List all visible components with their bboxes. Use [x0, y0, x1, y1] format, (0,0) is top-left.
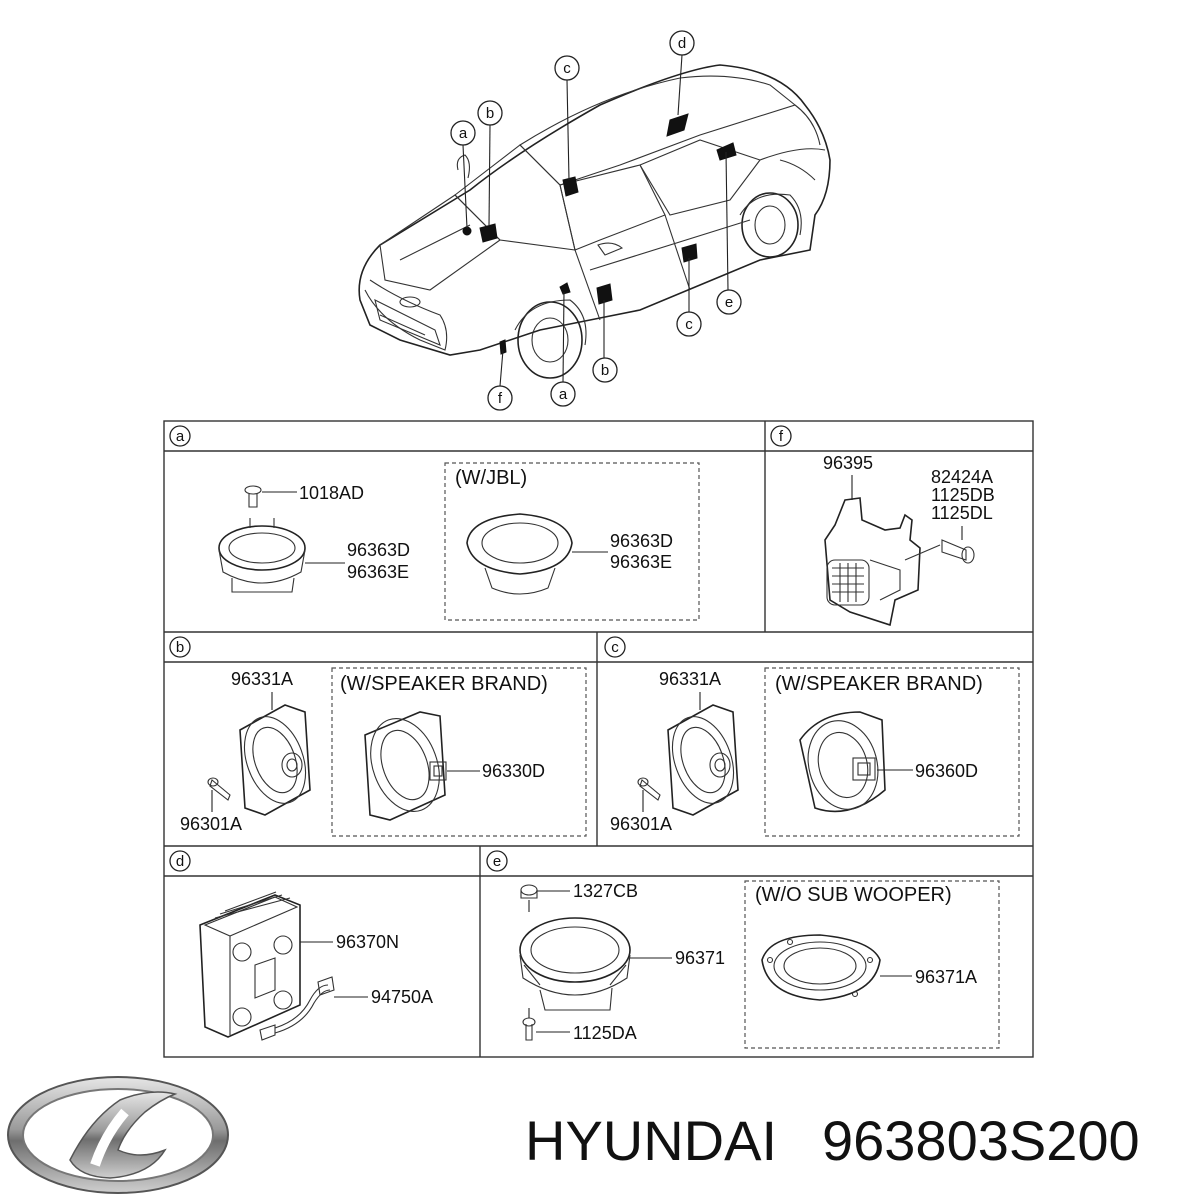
part-number: 96363E	[610, 552, 672, 572]
callout-circle	[477, 100, 503, 126]
door-speaker-icon	[239, 704, 311, 816]
hyundai-logo	[7, 1076, 229, 1194]
panel-letter: d	[176, 853, 184, 870]
part-number: 1018AD	[299, 483, 364, 503]
part-number: 96331A	[659, 669, 721, 689]
screw-icon	[244, 485, 262, 508]
part-number: 96363D	[347, 540, 410, 560]
callout-circle	[487, 385, 513, 411]
panel-letter: b	[176, 639, 184, 656]
premium-speaker-icon	[799, 711, 886, 813]
part-number: 96301A	[180, 814, 242, 834]
panel-letter-circle	[169, 636, 191, 658]
part-number: 96363E	[347, 562, 409, 582]
callout-circle	[669, 30, 695, 56]
callout-label: d	[678, 35, 686, 52]
bolt-icon	[941, 539, 975, 564]
panel-grid	[163, 420, 1034, 1058]
callout-label: b	[486, 105, 494, 122]
bolt-icon	[522, 1017, 536, 1041]
part-number-label: 963803S200	[822, 1109, 1140, 1172]
tweeter-speaker-icon	[218, 518, 306, 593]
part-number: 96370N	[336, 932, 399, 952]
part-number: 1125DL	[931, 503, 993, 523]
callout-circle	[550, 381, 576, 407]
part-number: 96363D	[610, 531, 673, 551]
callout-label: a	[559, 386, 568, 403]
variant-note: (W/O SUB WOOPER)	[755, 884, 952, 906]
variant-note: (W/SPEAKER BRAND)	[775, 673, 983, 695]
callout-circle	[450, 120, 476, 146]
part-number: 82424A	[931, 467, 993, 487]
speaker-bracket-icon	[824, 497, 941, 627]
part-number: 96395	[823, 453, 873, 473]
panel-f: f 96395 82424A 1125DB 1125DL	[770, 425, 995, 627]
callout-label: a	[459, 125, 468, 142]
part-number: 96360D	[915, 761, 978, 781]
variant-note: (W/SPEAKER BRAND)	[340, 673, 548, 695]
panel-letter-circle	[169, 850, 191, 872]
nut-icon	[520, 884, 538, 899]
panel-letter-circle	[604, 636, 626, 658]
callout-circle	[716, 289, 742, 315]
panel-c: c 96331A 96301A (W/SPEAKER BRAND) 96360D	[604, 636, 1020, 837]
spacer-ring-icon	[761, 934, 881, 1001]
panel-letter: f	[779, 428, 784, 445]
part-number: 96330D	[482, 761, 545, 781]
part-number: 1125DA	[573, 1023, 637, 1043]
panel-letter: e	[493, 853, 501, 870]
part-number: 96331A	[231, 669, 293, 689]
panel-letter: c	[611, 639, 619, 656]
jbl-tweeter-icon	[466, 513, 573, 595]
callout-label: b	[601, 362, 609, 379]
callout-circle	[554, 55, 580, 81]
screw-icon	[207, 777, 231, 801]
part-number: 94750A	[371, 987, 433, 1007]
panel-letter-circle	[169, 425, 191, 447]
part-number: 96371A	[915, 967, 977, 987]
subwoofer-speaker-icon	[519, 917, 631, 1011]
part-number: 96371	[675, 948, 725, 968]
callout-label: e	[725, 294, 733, 311]
panel-e: e 1327CB 96371 1125DA (W/O SUB WOOPER)	[486, 850, 1000, 1049]
callout-label: c	[685, 316, 693, 333]
panel-letter: a	[176, 428, 185, 445]
screw-icon	[637, 777, 661, 801]
premium-speaker-icon	[364, 711, 447, 821]
part-number: 96301A	[610, 814, 672, 834]
brand-name: HYUNDAI	[525, 1109, 777, 1172]
callout-circle	[592, 357, 618, 383]
panel-a: a 1018AD 96363D 96363E (W/JBL) 96363D	[169, 425, 700, 621]
amplifier-icon	[199, 891, 301, 1038]
panel-letter-circle	[770, 425, 792, 447]
door-speaker-icon	[667, 704, 739, 816]
car-illustration	[358, 54, 831, 387]
part-number: 1327CB	[573, 881, 638, 901]
wire-harness-icon	[259, 976, 335, 1041]
panel-b: b 96331A 96301A (W/SPEAKER BRAND) 96330D	[169, 636, 587, 837]
part-number: 1125DB	[931, 485, 995, 505]
car-callouts: a b c d e c b a f	[450, 30, 742, 411]
variant-note: (W/JBL)	[455, 467, 527, 489]
callout-label: f	[498, 390, 503, 407]
panel-letter-circle	[486, 850, 508, 872]
callout-label: c	[563, 60, 571, 77]
callout-circle	[676, 311, 702, 337]
panel-d: d 96370N 94750A	[169, 850, 433, 1041]
